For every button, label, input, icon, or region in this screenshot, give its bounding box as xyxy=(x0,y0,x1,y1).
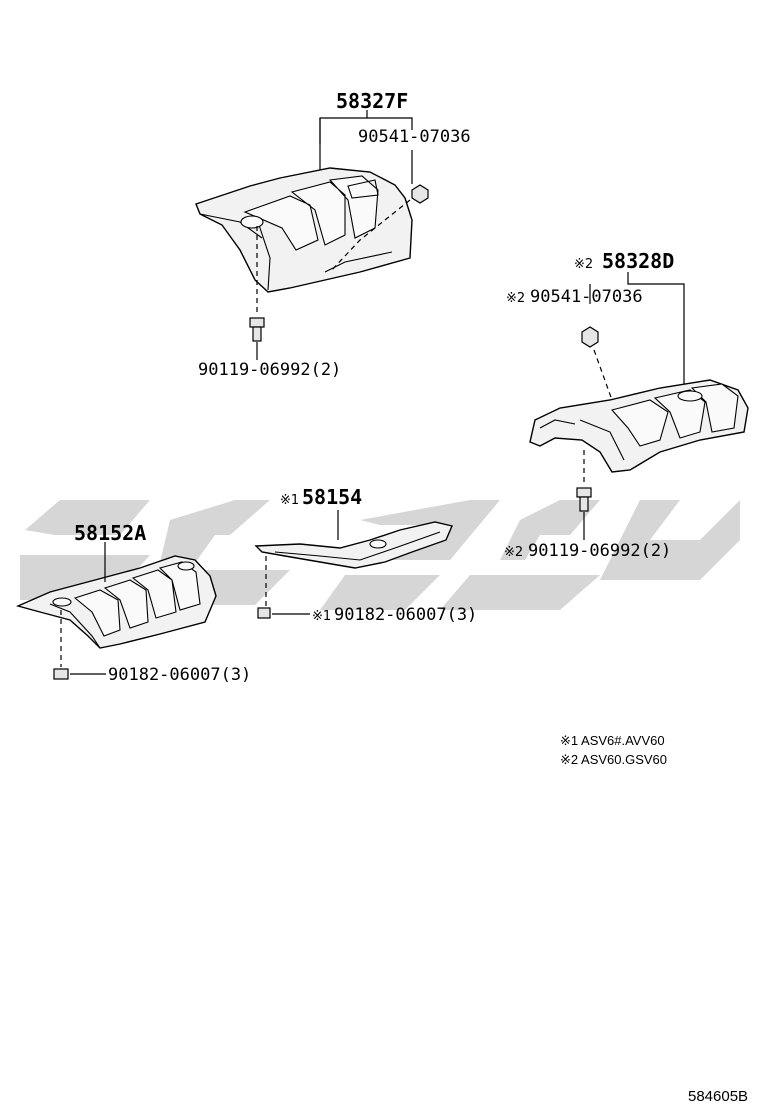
label-90119-06992-top: 90119-06992(2) xyxy=(198,360,341,380)
heat-insulator-58154[interactable] xyxy=(254,521,453,569)
note-1: ※1 ASV6#.AVV60 xyxy=(560,733,665,748)
label-58154: 58154 xyxy=(302,485,362,509)
label-58152A: 58152A xyxy=(74,521,146,545)
part-58327F-group: 58327F 90541-07036 90119-06992(2) xyxy=(195,89,471,380)
part-58152A-group: 58152A 90182-06007(3) xyxy=(15,521,251,685)
bolt-90119-06992-top[interactable] xyxy=(249,317,265,342)
part-58154-group: ※1 58154 ※1 90182-06007(3) xyxy=(254,485,477,625)
label-90541-07036-right: 90541-07036 xyxy=(530,287,643,307)
label-90541-07036-top: 90541-07036 xyxy=(358,127,471,147)
mark-90182-mid: ※1 xyxy=(312,609,331,624)
note-2: ※2 ASV60.GSV60 xyxy=(560,752,667,767)
figure-reference: 584605B xyxy=(688,1088,748,1105)
label-90119-06992-right: 90119-06992(2) xyxy=(528,541,671,561)
bolt-90119-06992-right[interactable] xyxy=(576,487,592,512)
nut-90541-07036-top[interactable] xyxy=(411,184,429,204)
rib-58327F xyxy=(243,175,379,251)
mark-58154: ※1 xyxy=(280,493,299,508)
label-90182-06007-left: 90182-06007(3) xyxy=(108,665,251,685)
mark-90541-right: ※2 xyxy=(506,291,525,306)
part-58328D-group: ※2 58328D ※2 90541-07036 ※2 90119-06992(… xyxy=(504,249,749,561)
label-58328D: 58328D xyxy=(602,249,674,273)
nut-90182-06007-mid[interactable] xyxy=(257,607,271,619)
label-58327F: 58327F xyxy=(336,89,408,113)
mark-58328D: ※2 xyxy=(574,257,593,272)
nut-90541-07036-right[interactable] xyxy=(581,326,599,348)
mark-90119-right: ※2 xyxy=(504,545,523,560)
nut-90182-06007-left[interactable] xyxy=(53,668,69,680)
label-90182-06007-mid: 90182-06007(3) xyxy=(334,605,477,625)
